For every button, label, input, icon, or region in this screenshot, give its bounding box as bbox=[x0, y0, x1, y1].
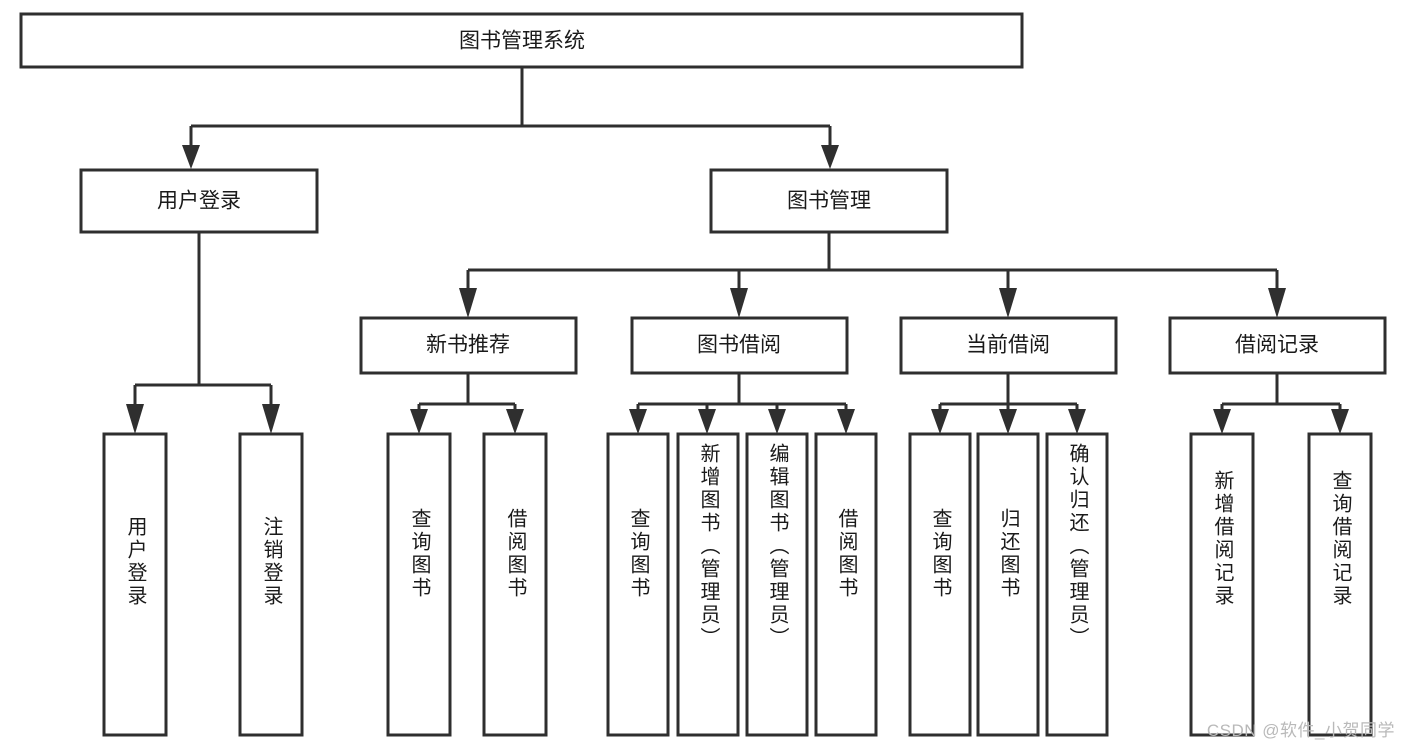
arrow-head-icon bbox=[1213, 409, 1231, 434]
leaf-label: 查询图书 bbox=[627, 508, 650, 600]
node-book-borrow-label: 图书借阅 bbox=[697, 334, 781, 357]
leaf-current-borrow-0[interactable]: 查询图书 bbox=[908, 432, 972, 737]
leaf-book-borrow-2[interactable]: 编辑图书（管理员） bbox=[745, 432, 809, 737]
node-root-box[interactable] bbox=[19, 12, 1024, 69]
arrow-head-icon bbox=[1331, 409, 1349, 434]
connector-root-to-level2 bbox=[182, 67, 839, 169]
leaf-label: 新增图书（管理员） bbox=[697, 443, 720, 650]
arrow-head-icon bbox=[410, 409, 428, 434]
arrow-head-icon bbox=[931, 409, 949, 434]
leaf-borrow-record-1[interactable]: 查询借阅记录 bbox=[1307, 432, 1373, 737]
arrow-head-icon bbox=[1068, 409, 1086, 434]
connector-user-login-to-leaves bbox=[126, 232, 280, 434]
leaf-label: 新增借阅记录 bbox=[1211, 470, 1234, 608]
node-new-book-rec-box[interactable] bbox=[359, 316, 578, 375]
arrow-head-icon bbox=[506, 409, 524, 434]
leaf-label: 用户登录 bbox=[124, 516, 147, 608]
leaf-label: 借阅图书 bbox=[835, 508, 858, 600]
leaf-book-borrow-1[interactable]: 新增图书（管理员） bbox=[676, 432, 740, 737]
node-borrow-record-box[interactable] bbox=[1168, 316, 1387, 375]
leaf-label: 注销登录 bbox=[260, 516, 283, 608]
leaf-box[interactable] bbox=[606, 432, 670, 737]
leaf-label: 借阅图书 bbox=[504, 508, 527, 600]
arrow-head-icon bbox=[698, 409, 716, 434]
node-borrow-record-label: 借阅记录 bbox=[1235, 334, 1319, 357]
leaf-box[interactable] bbox=[814, 432, 878, 737]
node-current-borrow-box[interactable] bbox=[899, 316, 1118, 375]
leaf-box[interactable] bbox=[676, 432, 740, 737]
node-book-borrow[interactable]: 图书借阅 bbox=[630, 316, 849, 375]
arrow-head-icon bbox=[837, 409, 855, 434]
leaf-user-login-1[interactable]: 注销登录 bbox=[238, 432, 304, 737]
arrow-head-icon bbox=[126, 404, 144, 434]
leaf-box[interactable] bbox=[482, 432, 548, 737]
leaf-label: 确认归还（管理员） bbox=[1066, 443, 1089, 650]
leaf-box[interactable] bbox=[745, 432, 809, 737]
leaf-current-borrow-1[interactable]: 归还图书 bbox=[976, 432, 1040, 737]
leaf-box[interactable] bbox=[238, 432, 304, 737]
node-book-manage-label: 图书管理 bbox=[787, 190, 871, 213]
arrow-head-icon bbox=[459, 288, 477, 318]
node-book-manage-box[interactable] bbox=[709, 168, 949, 234]
arrow-head-icon bbox=[1268, 288, 1286, 318]
leaf-box[interactable] bbox=[1189, 432, 1255, 737]
arrow-head-icon bbox=[821, 145, 839, 169]
node-user-login-label: 用户登录 bbox=[157, 190, 241, 213]
node-user-login[interactable]: 用户登录 bbox=[79, 168, 319, 234]
node-current-borrow-label: 当前借阅 bbox=[966, 334, 1050, 357]
connector-borrow-record-to-leaves bbox=[1213, 373, 1349, 434]
arrow-head-icon bbox=[730, 288, 748, 318]
arrow-head-icon bbox=[768, 409, 786, 434]
connector-book-manage-to-level3 bbox=[459, 232, 1286, 318]
node-new-book-rec-label: 新书推荐 bbox=[426, 334, 510, 357]
leaf-new-book-rec-0[interactable]: 查询图书 bbox=[386, 432, 452, 737]
arrow-head-icon bbox=[262, 404, 280, 434]
leaf-book-borrow-0[interactable]: 查询图书 bbox=[606, 432, 670, 737]
leaf-book-borrow-3[interactable]: 借阅图书 bbox=[814, 432, 878, 737]
leaf-borrow-record-0[interactable]: 新增借阅记录 bbox=[1189, 432, 1255, 737]
leaf-label: 归还图书 bbox=[997, 508, 1020, 600]
leaf-current-borrow-2[interactable]: 确认归还（管理员） bbox=[1045, 432, 1109, 737]
arrow-head-icon bbox=[182, 145, 200, 169]
leaf-label: 查询图书 bbox=[408, 508, 431, 600]
leaf-label: 查询图书 bbox=[929, 508, 952, 600]
arrow-head-icon bbox=[999, 288, 1017, 318]
node-root-label: 图书管理系统 bbox=[459, 30, 585, 53]
leaf-label: 编辑图书（管理员） bbox=[766, 443, 789, 650]
connector-current-borrow-to-leaves bbox=[931, 373, 1086, 434]
node-new-book-rec[interactable]: 新书推荐 bbox=[359, 316, 578, 375]
leaf-box[interactable] bbox=[976, 432, 1040, 737]
leaf-box[interactable] bbox=[908, 432, 972, 737]
leaf-box[interactable] bbox=[386, 432, 452, 737]
connector-new-book-rec-to-leaves bbox=[410, 373, 524, 434]
leaf-label: 查询借阅记录 bbox=[1329, 470, 1352, 608]
leaf-box[interactable] bbox=[1045, 432, 1109, 737]
node-book-borrow-box[interactable] bbox=[630, 316, 849, 375]
arrow-head-icon bbox=[629, 409, 647, 434]
node-root[interactable]: 图书管理系统 bbox=[19, 12, 1024, 69]
node-book-manage[interactable]: 图书管理 bbox=[709, 168, 949, 234]
leaf-box[interactable] bbox=[102, 432, 168, 737]
node-current-borrow[interactable]: 当前借阅 bbox=[899, 316, 1118, 375]
leaf-new-book-rec-1[interactable]: 借阅图书 bbox=[482, 432, 548, 737]
connector-book-borrow-to-leaves bbox=[629, 373, 855, 434]
leaf-user-login-0[interactable]: 用户登录 bbox=[102, 432, 168, 737]
arrow-head-icon bbox=[999, 409, 1017, 434]
node-borrow-record[interactable]: 借阅记录 bbox=[1168, 316, 1387, 375]
leaf-box[interactable] bbox=[1307, 432, 1373, 737]
